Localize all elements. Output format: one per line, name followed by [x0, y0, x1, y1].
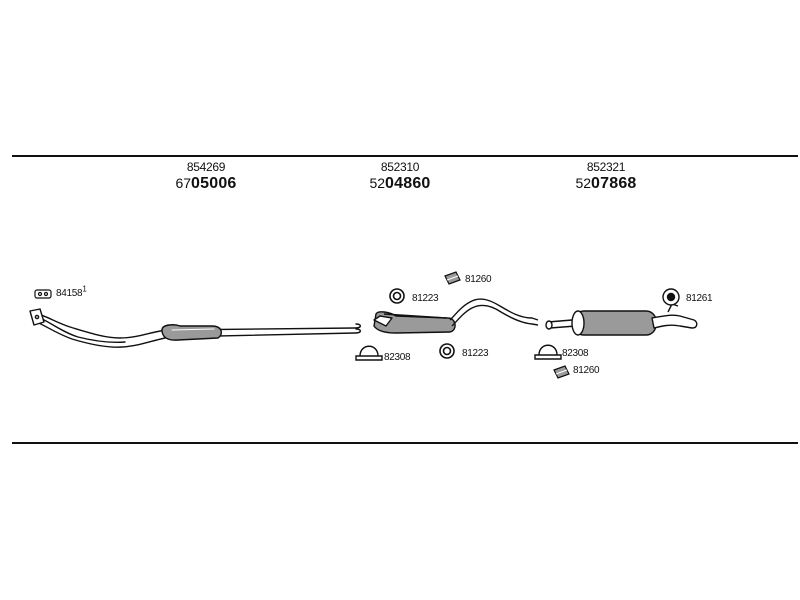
gasket-icon [34, 289, 52, 299]
catalyst-highlight [171, 328, 215, 331]
front-pipe-upper-wall [33, 312, 362, 339]
front-pipe-assembly [29, 308, 362, 348]
callout-gasket: 841581 [56, 284, 87, 299]
silencer-top-face [383, 313, 447, 319]
middle-inlet-pipe [373, 315, 393, 327]
section-rear-silencer-label: 852321 5207868 [558, 160, 654, 193]
hanger-bracket-icon [553, 365, 570, 379]
ref-number: 852321 [586, 160, 626, 174]
top-divider-line [12, 155, 798, 157]
rear-silencer-front-end [571, 310, 585, 336]
front-flange [29, 308, 45, 326]
article-number: 5207868 [575, 175, 637, 192]
middle-outlet-pipe-lower [451, 304, 539, 327]
hanger-bracket-icon [444, 271, 461, 285]
rubber-mount-icon [662, 288, 680, 306]
exhaust-clamp-icon [534, 344, 562, 360]
middle-outlet-pipe [449, 298, 539, 321]
exhaust-clamp-icon [355, 345, 383, 361]
callout-rubber-ring-lower: 81223 [462, 348, 489, 359]
callout-rubber-ring-upper: 81223 [412, 293, 439, 304]
callout-mount-rear: 81261 [686, 293, 713, 304]
rear-silencer-body [573, 310, 657, 336]
callout-clamp-mid: 82308 [384, 352, 411, 363]
article-number: 5204860 [369, 175, 431, 192]
callout-hanger-mid: 81260 [465, 274, 492, 285]
flange-bolt-hole [34, 314, 40, 320]
bottom-divider-line [12, 442, 798, 444]
rubber-ring-icon [439, 343, 455, 359]
rear-silencer-assembly [545, 303, 698, 336]
callout-clamp-rear: 82308 [562, 348, 589, 359]
article-number: 6705006 [175, 175, 237, 192]
callout-hanger-rear: 81260 [573, 365, 600, 376]
front-pipe-lower-wall [33, 320, 362, 348]
section-middle-silencer-label: 852310 5204860 [352, 160, 448, 193]
ref-number: 852310 [380, 160, 420, 174]
section-front-pipe-label: 854269 6705006 [158, 160, 254, 193]
rubber-ring-icon [389, 288, 405, 304]
front-pipe-twin-wall [37, 316, 126, 344]
rear-inlet-end [545, 320, 553, 330]
ref-number: 854269 [186, 160, 226, 174]
front-catalyst [161, 324, 223, 341]
middle-silencer-body [373, 311, 456, 334]
middle-silencer-assembly [373, 298, 539, 334]
rear-tailpipe [651, 314, 698, 329]
